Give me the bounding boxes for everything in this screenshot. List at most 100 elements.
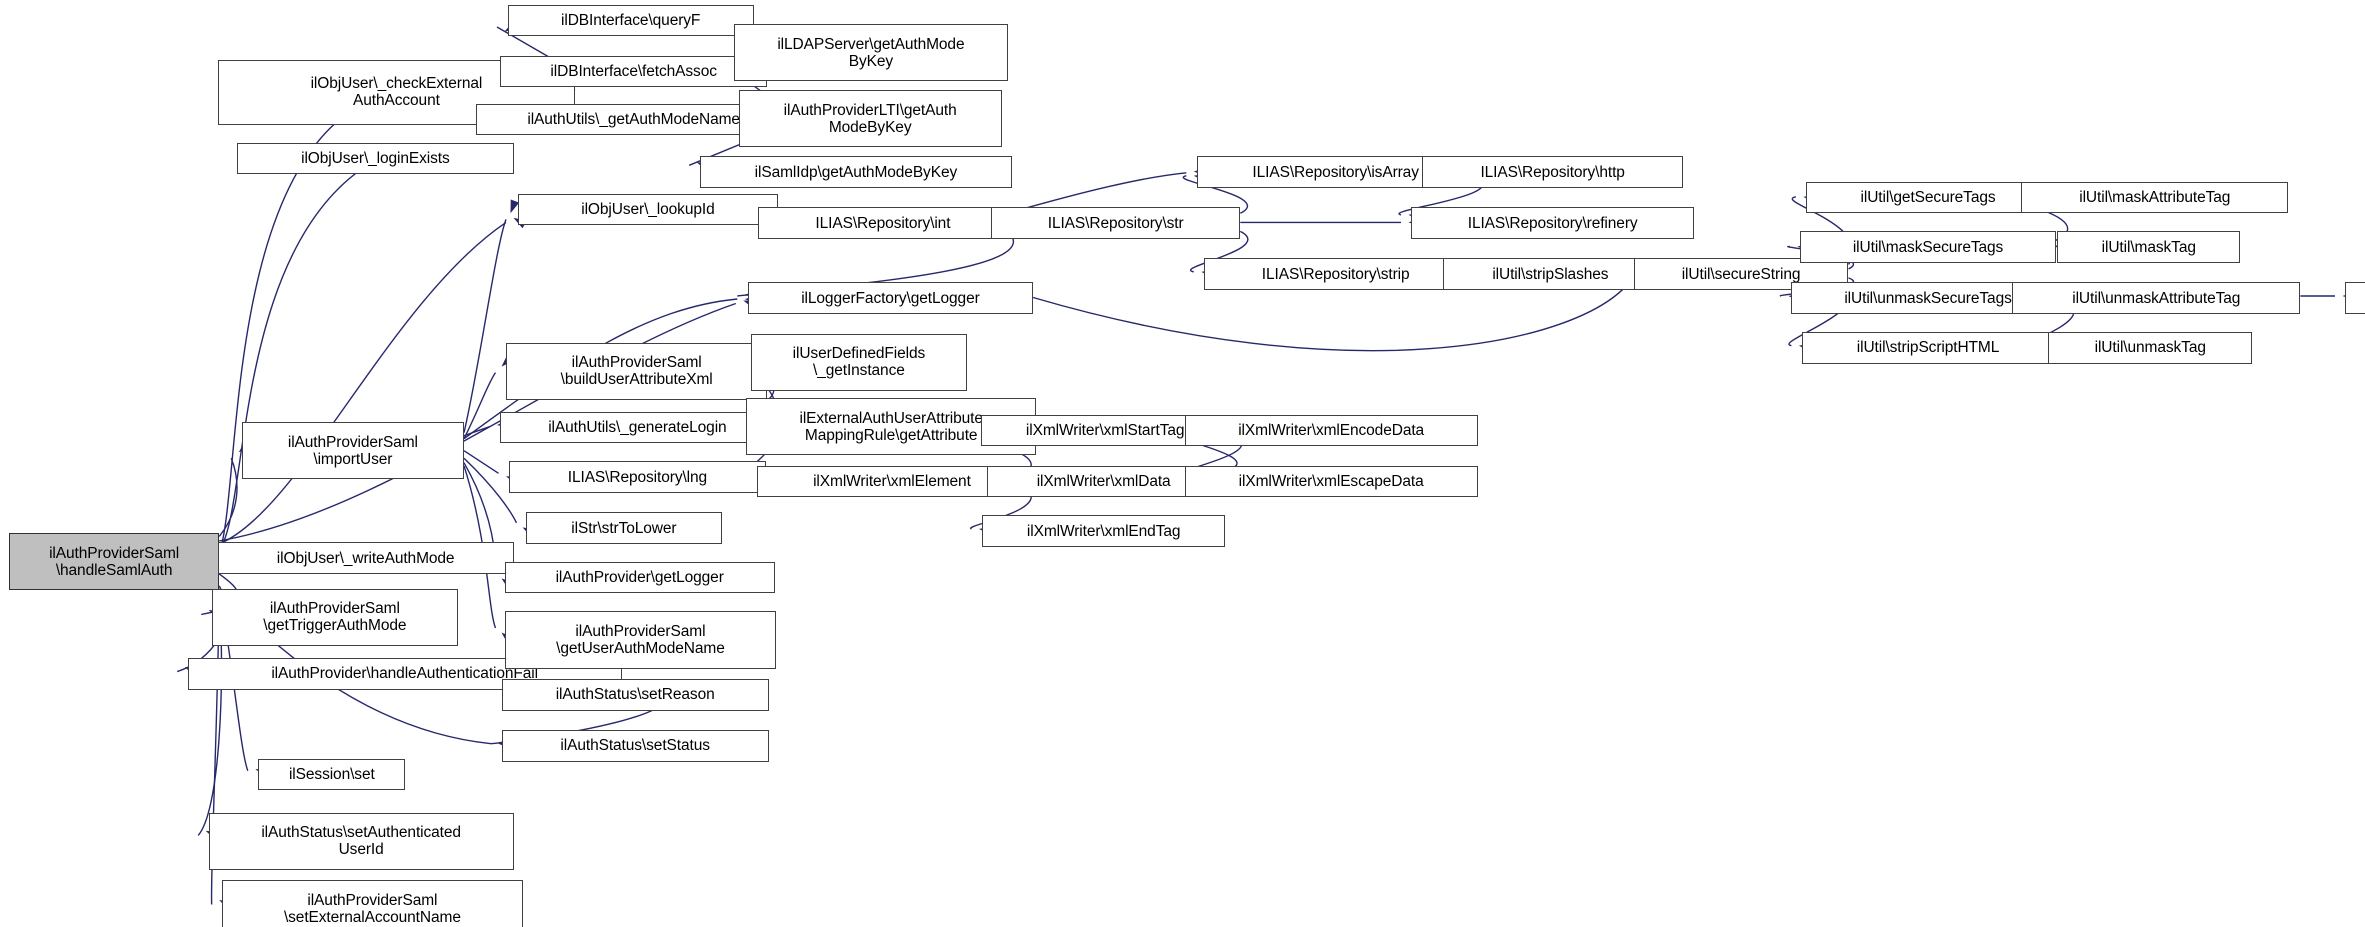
graph-node[interactable]: ilAuthStatus\setReason: [501, 679, 769, 711]
graph-node[interactable]: ilUtil\secureLink: [2345, 282, 2365, 314]
graph-edge: [218, 457, 238, 537]
graph-node[interactable]: ilObjUser\_writeAuthMode: [217, 542, 514, 574]
node-label: ilStr\strToLower: [571, 519, 677, 537]
graph-node[interactable]: ilDBInterface\fetchAssoc: [500, 55, 768, 88]
node-label: ilAuthProvider\getLogger: [555, 569, 724, 587]
node-label: ilAuthProviderLTI\getAuth ModeByKey: [783, 101, 957, 136]
node-label: ilUtil\maskTag: [2101, 238, 2196, 256]
node-label: ILIAS\Repository\lng: [567, 468, 708, 486]
graph-node[interactable]: ilAuthProviderSaml \buildUserAttributeXm…: [506, 342, 768, 400]
graph-node[interactable]: ILIAS\Repository\http: [1422, 156, 1684, 188]
node-label: ilObjUser\_writeAuthMode: [276, 549, 455, 567]
graph-node[interactable]: ilDBInterface\queryF: [507, 4, 754, 37]
graph-node[interactable]: ilUtil\getSecureTags: [1806, 181, 2050, 214]
node-label: ilUtil\maskSecureTags: [1852, 238, 2004, 256]
graph-node[interactable]: ILIAS\Repository\strip: [1204, 258, 1468, 290]
graph-edge: [463, 372, 497, 440]
node-label: ilAuthStatus\setReason: [555, 686, 715, 704]
node-label: ilXmlWriter\xmlEscapeData: [1238, 473, 1424, 491]
node-label: ilAuthStatus\setStatus: [560, 737, 710, 755]
node-label: ilAuthProviderSaml \buildUserAttributeXm…: [560, 354, 713, 389]
graph-node[interactable]: ilUtil\maskAttributeTag: [2021, 181, 2289, 214]
node-label: ilLoggerFactory\getLogger: [801, 289, 980, 307]
node-label: ilSession\set: [288, 765, 375, 783]
graph-node[interactable]: ilUserDefinedFields \_getInstance: [750, 333, 967, 391]
node-label: ILIAS\Repository\strip: [1261, 265, 1410, 283]
graph-node[interactable]: ILIAS\Repository\str: [991, 207, 1241, 239]
graph-node[interactable]: ilAuthProvider\getLogger: [504, 561, 775, 594]
graph-node[interactable]: ilUtil\stripSlashes: [1443, 258, 1658, 290]
node-label: ILIAS\Repository\isArray: [1252, 163, 1419, 181]
graph-node[interactable]: ilLoggerFactory\getLogger: [747, 282, 1034, 314]
node-label: ilXmlWriter\xmlElement: [813, 473, 971, 491]
graph-node[interactable]: ilUtil\maskTag: [2057, 231, 2241, 263]
graph-node[interactable]: ilAuthProviderSaml \setExternalAccountNa…: [222, 880, 523, 927]
graph-edge: [463, 450, 499, 474]
graph-node[interactable]: ilUtil\unmaskTag: [2048, 332, 2253, 364]
graph-node[interactable]: ilStr\strToLower: [525, 512, 723, 544]
node-label: ilAuthProvider\handleAuthenticationFail: [271, 665, 538, 683]
node-label: ilAuthProviderSaml \getTriggerAuthMode: [263, 600, 407, 635]
graph-node[interactable]: ilSession\set: [258, 758, 406, 791]
graph-node[interactable]: ilXmlWriter\xmlEscapeData: [1184, 465, 1478, 498]
graph-node[interactable]: ilAuthProviderLTI\getAuth ModeByKey: [738, 90, 1002, 148]
graph-node[interactable]: ilObjUser\_loginExists: [237, 142, 514, 175]
graph-node[interactable]: ILIAS\Repository\lng: [509, 461, 766, 493]
graph-node[interactable]: ilAuthStatus\setAuthenticated UserId: [208, 812, 514, 870]
node-label: ilAuthUtils\_getAuthModeName: [527, 110, 740, 128]
graph-node[interactable]: ilUtil\stripScriptHTML: [1801, 332, 2055, 364]
node-label: ilUserDefinedFields \_getInstance: [792, 345, 926, 380]
node-label: ilUtil\stripSlashes: [1492, 265, 1609, 283]
graph-edge: [218, 221, 507, 545]
graph-node[interactable]: ILIAS\Repository\refinery: [1411, 207, 1694, 239]
node-label: ilXmlWriter\xmlEncodeData: [1238, 421, 1425, 439]
graph-node[interactable]: ILIAS\Repository\int: [758, 207, 1008, 239]
node-label: ilAuthProviderSaml \handleSamlAuth: [49, 544, 180, 579]
node-label: ilObjUser\_lookupId: [581, 201, 715, 219]
node-label: ilObjUser\_checkExternal AuthAccount: [310, 75, 483, 110]
graph-node[interactable]: ilAuthProviderSaml \getTriggerAuthMode: [211, 588, 458, 647]
graph-node[interactable]: ilXmlWriter\xmlEncodeData: [1184, 414, 1478, 447]
node-label: ilUtil\unmaskAttributeTag: [2072, 289, 2241, 307]
graph-node[interactable]: ilAuthUtils\_generateLogin: [500, 411, 775, 444]
node-label: ilDBInterface\queryF: [561, 11, 701, 29]
graph-node[interactable]: ilObjUser\_lookupId: [518, 193, 778, 226]
graph-edge: [463, 426, 490, 437]
graph-node[interactable]: ilAuthProviderSaml \getUserAuthModeName: [504, 611, 777, 669]
node-label: ilUtil\maskAttributeTag: [2079, 189, 2231, 207]
node-label: ilUtil\secureString: [1681, 265, 1801, 283]
node-label: ilXmlWriter\xmlStartTag: [1025, 421, 1185, 439]
node-label: ilUtil\unmaskSecureTags: [1844, 289, 2012, 307]
node-label: ilXmlWriter\xmlEndTag: [1026, 522, 1181, 540]
node-label: ilAuthProviderSaml \setExternalAccountNa…: [283, 891, 461, 926]
node-label: ilUtil\getSecureTags: [1860, 189, 1996, 207]
node-label: ilUtil\unmaskTag: [2094, 339, 2206, 357]
graph-node[interactable]: ilXmlWriter\xmlEndTag: [982, 515, 1226, 547]
node-label: ILIAS\Repository\http: [1480, 163, 1625, 181]
node-label: ilXmlWriter\xmlData: [1036, 473, 1171, 491]
node-label: ilObjUser\_loginExists: [301, 149, 450, 167]
graph-edge: [218, 116, 343, 554]
node-label: ilExternalAuthUserAttribute MappingRule\…: [799, 409, 983, 444]
node-label: ilUtil\stripScriptHTML: [1856, 339, 2000, 357]
graph-node[interactable]: ilAuthStatus\setStatus: [501, 730, 769, 762]
node-label: ILIAS\Repository\int: [815, 214, 951, 232]
graph-edge: [218, 166, 366, 551]
graph-node[interactable]: ilAuthProviderSaml \importUser: [241, 422, 464, 480]
root-node[interactable]: ilAuthProviderSaml \handleSamlAuth: [9, 533, 220, 591]
node-label: ILIAS\Repository\refinery: [1467, 214, 1638, 232]
node-label: ilDBInterface\fetchAssoc: [550, 62, 717, 80]
node-label: ilAuthUtils\_generateLogin: [548, 418, 727, 436]
graph-edge: [463, 219, 507, 433]
node-label: ilSamlIdp\getAuthModeByKey: [754, 163, 958, 181]
node-label: ILIAS\Repository\str: [1047, 214, 1184, 232]
node-label: ilLDAPServer\getAuthMode ByKey: [777, 35, 965, 70]
graph-node[interactable]: ilSamlIdp\getAuthModeByKey: [699, 156, 1013, 188]
node-label: ilAuthProviderSaml \importUser: [287, 433, 418, 468]
graph-node[interactable]: ilUtil\unmaskAttributeTag: [2012, 282, 2301, 314]
graph-edge: [1032, 282, 1630, 352]
graph-node[interactable]: ilUtil\maskSecureTags: [1800, 231, 2056, 263]
graph-node[interactable]: ilLDAPServer\getAuthMode ByKey: [734, 24, 1008, 82]
node-label: ilAuthProviderSaml \getUserAuthModeName: [556, 623, 725, 658]
